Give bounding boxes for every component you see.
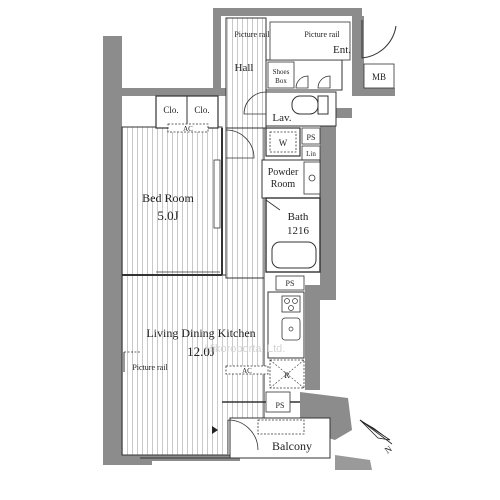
picture-rail-label-hall: Picture rail	[234, 30, 270, 39]
east-wall-lower	[320, 118, 336, 300]
bathtub	[271, 241, 317, 269]
picture-rail-label-entrance: Picture rail	[304, 30, 340, 39]
hall-label: Hall	[235, 62, 254, 74]
refrigerator-label: R	[284, 371, 290, 380]
balcony-floor	[229, 417, 331, 459]
entrance-area	[269, 21, 351, 61]
closet-label-1: Clo.	[163, 105, 178, 115]
ps-label-lower: PS	[276, 401, 285, 410]
powder-room-label-1: Powder	[268, 167, 299, 178]
stove	[281, 295, 301, 313]
bedroom-floor	[121, 126, 223, 276]
mb-label: MB	[372, 72, 386, 82]
bath-label: Bath	[288, 211, 309, 223]
ac-label-ldk: AC	[242, 367, 252, 375]
north-label: N	[383, 443, 394, 455]
balcony-door	[227, 419, 259, 454]
west-wall	[103, 36, 152, 465]
north-arrow-icon	[359, 419, 393, 445]
powder-room-label-2: Room	[271, 179, 296, 190]
ac-unit-ldk	[225, 365, 269, 375]
balcony-dashed	[257, 419, 305, 435]
north-wall-hall	[213, 8, 362, 88]
ps-lower	[265, 391, 291, 413]
ps-label-upper: PS	[307, 133, 316, 142]
washer-space	[265, 127, 301, 157]
lavatory-door	[243, 91, 267, 115]
linen-label: Lin	[306, 150, 316, 158]
bedroom-label: Bed Room	[142, 191, 194, 205]
meter-box	[363, 63, 395, 89]
lavatory-label: Lav.	[272, 112, 291, 124]
corridor-floor	[225, 127, 265, 279]
washer-label: W	[279, 138, 288, 148]
balcony-edge	[335, 455, 372, 470]
east-wall-kitchen	[305, 285, 320, 390]
picture-rail-label-ldk: Picture rail	[132, 363, 168, 372]
corridor-door	[225, 129, 255, 159]
entry-arrow-icon	[212, 426, 218, 434]
washbasin	[303, 161, 321, 195]
ps-label-middle: PS	[286, 279, 295, 288]
entrance-label: Ent.	[333, 44, 351, 56]
east-wall-upper	[336, 16, 395, 118]
bedroom-sliding-door	[213, 159, 221, 229]
bath-size: 1216	[287, 225, 310, 237]
bedroom-size: 5.0J	[157, 208, 178, 223]
entrance-door	[361, 20, 397, 59]
ac-unit-bedroom	[167, 123, 209, 133]
ldk-size: 12.0J	[187, 344, 215, 359]
ac-label-bedroom: AC	[183, 125, 193, 133]
ps-middle	[275, 275, 305, 291]
shoes-box-label-1: Shoes	[273, 68, 290, 76]
shoes-box-label-2: Box	[275, 77, 287, 85]
ps-upper	[301, 127, 321, 145]
sink	[281, 317, 301, 341]
ldk-label: Living Dining Kitchen	[146, 326, 255, 340]
closet-label-2: Clo.	[194, 105, 209, 115]
balcony-label: Balcony	[272, 439, 312, 453]
toilet	[291, 95, 319, 115]
watermark: Hikoroportal Ltd.	[205, 343, 286, 355]
north-wall-left	[118, 88, 228, 96]
